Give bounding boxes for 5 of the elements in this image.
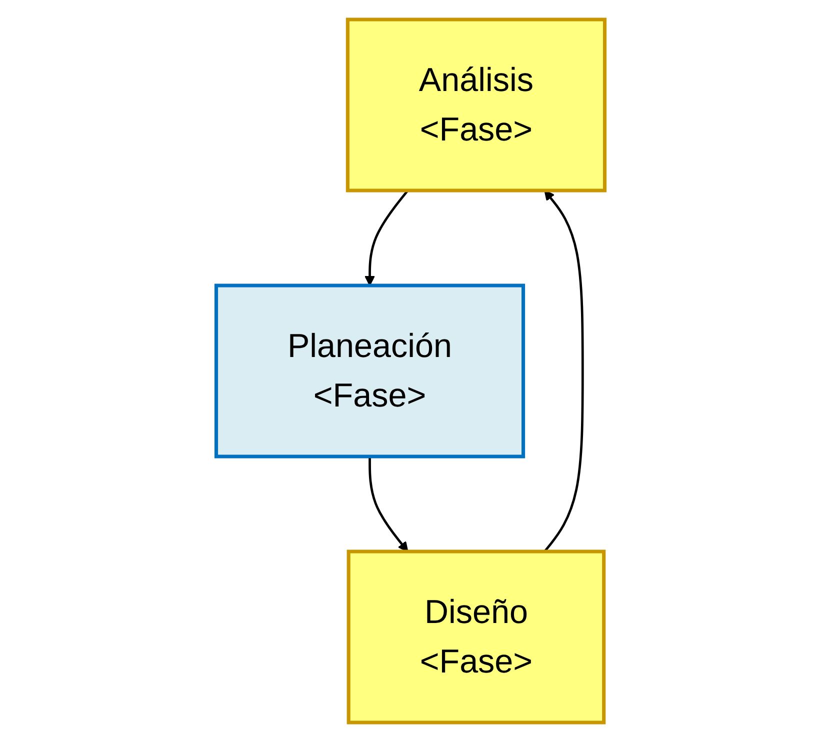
arrow: [544, 190, 584, 552]
node-box: Análisis <Fase>: [346, 18, 607, 192]
arrow: [368, 456, 408, 552]
node-box: Planeación <Fase>: [214, 284, 526, 458]
node-box: Diseño <Fase>: [346, 550, 606, 724]
